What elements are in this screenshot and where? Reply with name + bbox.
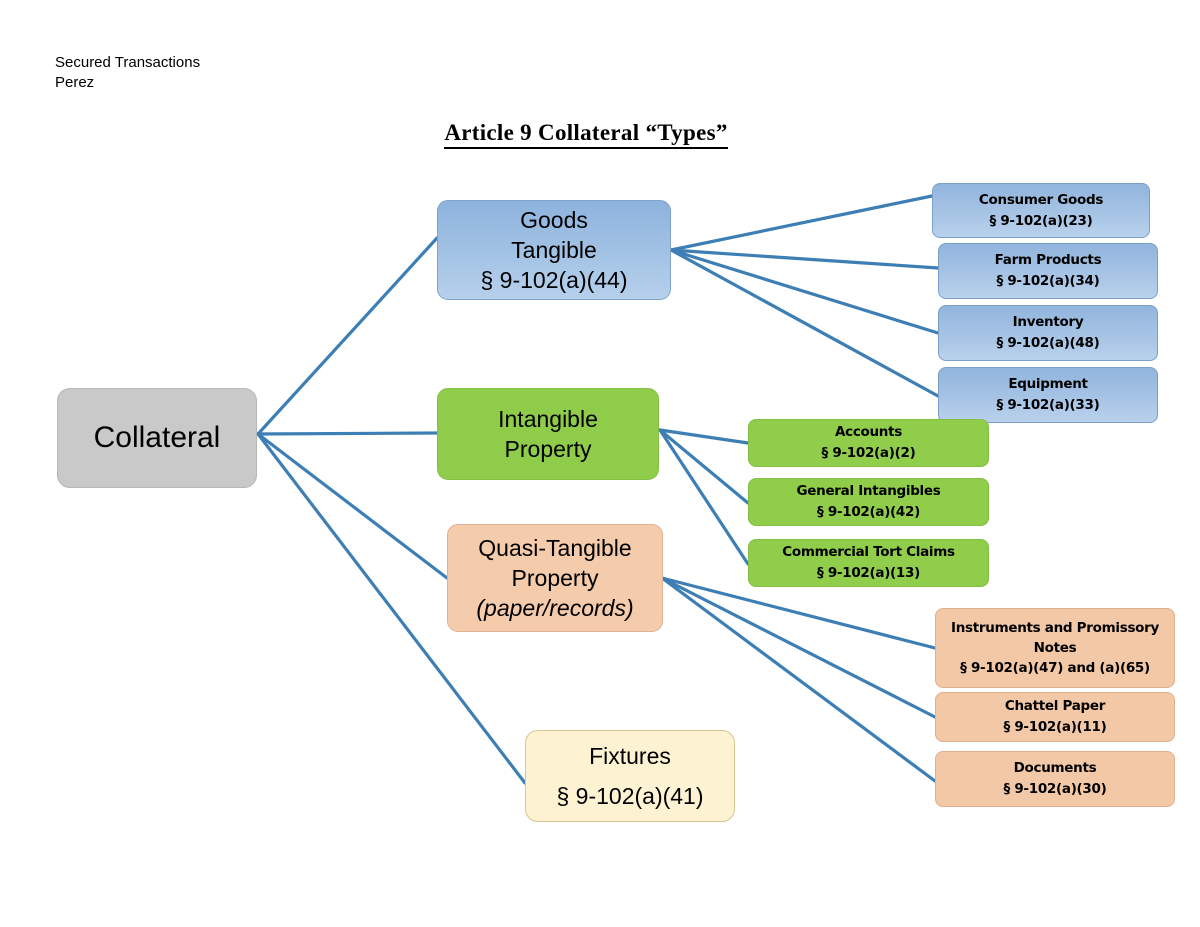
node-inventory[interactable]: Inventory § 9-102(a)(48) [938,305,1158,361]
node-consumer-goods[interactable]: Consumer Goods § 9-102(a)(23) [932,183,1150,238]
node-general-intangibles-cite: § 9-102(a)(42) [816,504,920,520]
node-commercial-tort-claims-name: Commercial Tort Claims [782,544,955,560]
node-chattel-paper-label: Chattel Paper [1004,698,1106,714]
node-consumer-goods-cite: § 9-102(a)(23) [989,212,1093,229]
node-quasi-line-1: Quasi-Tangible [478,535,632,561]
node-accounts-label: Accounts [834,424,903,440]
node-quasi-line-2: Property [511,565,599,591]
edge-quasi-chattel [660,576,937,719]
edge-quasi-instruments [660,576,937,650]
node-consumer-goods-label: Consumer Goods [978,191,1104,208]
node-documents-label: Documents [1013,760,1097,776]
edge-collateral-quasi [256,432,449,580]
node-equipment[interactable]: Equipment § 9-102(a)(33) [938,367,1158,423]
node-intangible-line-1: Intangible [498,406,598,432]
node-instruments-cite: § 9-102(a)(47) and (a)(65) [960,660,1150,676]
edge-collateral-goods [256,236,439,436]
node-equipment-label: Equipment [1008,376,1088,392]
edge-intangible-general [658,428,750,505]
node-quasi-subtitle: (paper/records) [476,595,634,621]
edge-goods-equipment [669,248,940,398]
node-commercial-tort-claims[interactable]: Commercial Tort Claims § 9-102(a)(13) [748,539,989,587]
node-instruments-promissory-notes[interactable]: Instruments and Promissory Notes § 9-102… [935,608,1175,688]
node-collateral-label: Collateral [93,421,221,454]
node-farm-products-label: Farm Products [994,252,1102,268]
node-equipment-cite: § 9-102(a)(33) [996,397,1100,413]
node-inventory-label: Inventory [1012,314,1084,330]
node-accounts-cite: § 9-102(a)(2) [821,445,916,461]
node-goods-line-1: Goods [520,207,588,233]
node-chattel-paper-cite: § 9-102(a)(11) [1003,719,1107,735]
edge-intangible-accounts [658,428,750,445]
node-general-intangibles[interactable]: General Intangibles § 9-102(a)(42) [748,478,989,526]
node-quasi-tangible-property[interactable]: Quasi-Tangible Property (paper/records) [447,524,663,632]
edge-collateral-intangible [256,431,439,436]
header-block: Secured Transactions Perez [55,53,200,93]
instructor-name: Perez [55,74,95,91]
node-intangible-property[interactable]: Intangible Property [437,388,659,480]
node-fixtures-label: Fixtures [589,743,671,769]
node-documents[interactable]: Documents § 9-102(a)(30) [935,751,1175,807]
page-title-text: Article 9 Collateral “Types” [444,120,728,149]
node-commercial-tort-claims-cite: § 9-102(a)(13) [816,565,920,581]
node-goods[interactable]: Goods Tangible § 9-102(a)(44) [437,200,671,300]
node-intangible-line-2: Property [504,436,592,462]
node-collateral[interactable]: Collateral [57,388,257,488]
node-farm-products-cite: § 9-102(a)(34) [996,273,1100,289]
node-general-intangibles-label: General Intangibles [796,483,941,499]
node-chattel-paper[interactable]: Chattel Paper § 9-102(a)(11) [935,692,1175,742]
edge-intangible-tort [658,428,750,566]
node-inventory-cite: § 9-102(a)(48) [996,335,1100,351]
edge-goods-farm [669,248,940,270]
edge-goods-consumer [669,194,934,252]
edge-goods-inventory [669,248,940,335]
node-farm-products[interactable]: Farm Products § 9-102(a)(34) [938,243,1158,299]
node-documents-cite: § 9-102(a)(30) [1003,781,1107,797]
node-goods-line-2: Tangible [511,237,597,263]
node-fixtures[interactable]: Fixtures § 9-102(a)(41) [525,730,735,822]
node-instruments-label-line-1: Instruments and Promissory [950,620,1160,636]
course-name: Secured Transactions [55,54,201,71]
node-instruments-label-line-2: Notes [1033,640,1077,656]
node-goods-cite: § 9-102(a)(44) [480,267,628,293]
node-accounts[interactable]: Accounts § 9-102(a)(2) [748,419,989,467]
node-fixtures-cite: § 9-102(a)(41) [556,783,704,809]
page-title: Article 9 Collateral “Types” [0,120,1200,149]
